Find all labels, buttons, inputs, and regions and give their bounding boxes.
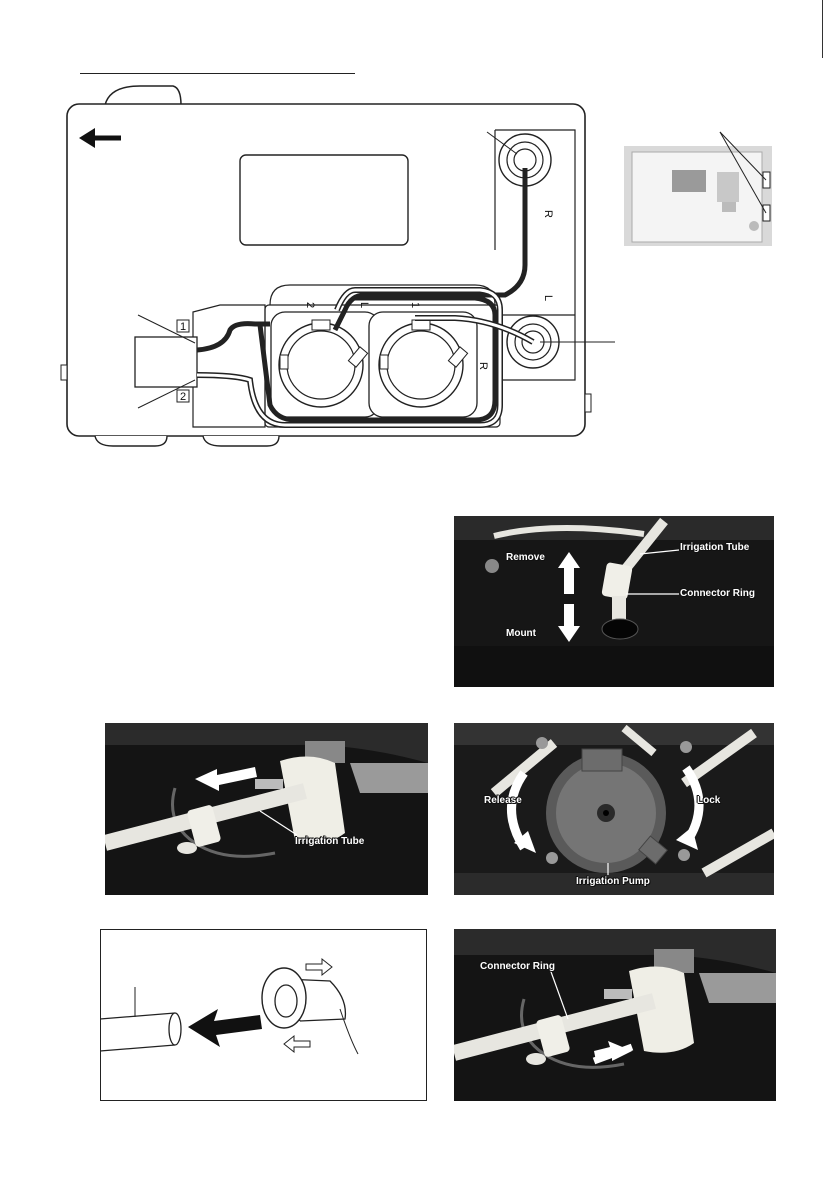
photo-insert-tube: Connector Ring — [454, 929, 776, 1101]
photo-remove-mount: Remove Mount Irrigation Tube Connector R… — [454, 516, 774, 687]
pump-r-label: R — [477, 362, 489, 370]
photo-pull-tube: Irrigation Tube — [105, 723, 428, 895]
pump-2-label: 2 — [304, 302, 316, 308]
tube-routing-diagram: R L 2 1 L R 1 2 — [55, 80, 615, 455]
label-release: Release — [484, 795, 522, 806]
pump-l-label-left: L — [358, 302, 370, 308]
label-connector-ring-1: Connector Ring — [680, 588, 755, 599]
port-label-r: R — [542, 210, 554, 218]
label-connector-ring-2: Connector Ring — [480, 961, 555, 972]
inset-photo-unit — [622, 130, 774, 248]
label-irrigation-pump: Irrigation Pump — [576, 876, 650, 887]
section-rule — [80, 73, 355, 74]
label-lock: Lock — [697, 795, 720, 806]
box-label-2: 2 — [180, 391, 186, 403]
page-corner-mark — [822, 0, 823, 58]
connector-ring-drawing — [100, 929, 427, 1101]
pump-1-label: 1 — [409, 302, 421, 308]
port-label-l: L — [542, 295, 554, 301]
box-label-1: 1 — [180, 321, 186, 333]
label-irrigation-tube-2: Irrigation Tube — [295, 836, 364, 847]
label-remove: Remove — [506, 552, 545, 563]
label-mount: Mount — [506, 628, 536, 639]
label-irrigation-tube-1: Irrigation Tube — [680, 542, 749, 553]
photo-release-lock: Release Lock Irrigation Pump — [454, 723, 774, 895]
